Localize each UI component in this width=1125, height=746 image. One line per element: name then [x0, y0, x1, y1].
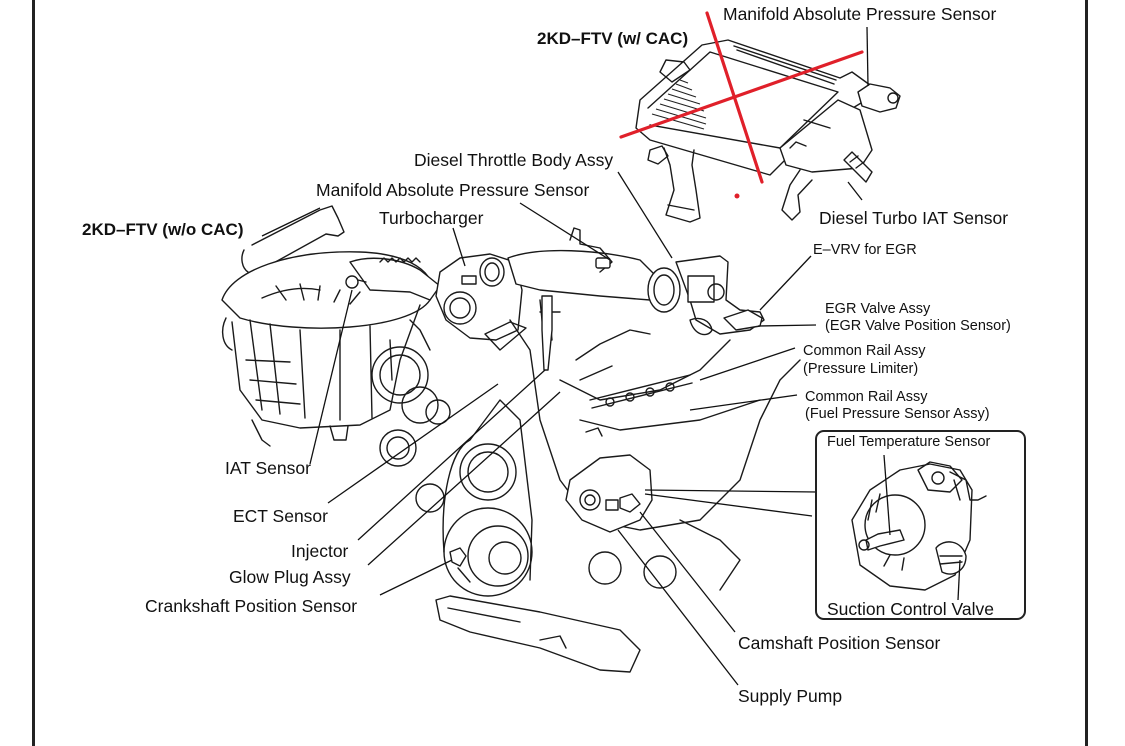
red-dot [734, 193, 740, 199]
red-cross-out [619, 11, 864, 199]
label-crankshaft-position-sensor: Crankshaft Position Sensor [145, 596, 358, 616]
label-camshaft-position-sensor: Camshaft Position Sensor [738, 633, 941, 653]
label-injector: Injector [291, 541, 349, 561]
label-map-sensor: Manifold Absolute Pressure Sensor [316, 180, 590, 200]
label-2kd-ftv-without-cac: 2KD–FTV (w/o CAC) [82, 220, 244, 239]
label-fuel-pressure-sensor-assy: (Fuel Pressure Sensor Assy) [805, 406, 990, 422]
air-cleaner [221, 205, 441, 447]
label-egr-valve-position-sensor: (EGR Valve Position Sensor) [825, 318, 1011, 334]
label-diesel-throttle-body: Diesel Throttle Body Assy [414, 150, 614, 170]
label-egr-valve-assy: EGR Valve Assy [825, 301, 931, 317]
label-evrv-for-egr: E–VRV for EGR [813, 242, 917, 258]
label-iat-sensor: IAT Sensor [225, 458, 311, 478]
intercooler-assembly [635, 39, 901, 223]
label-2kd-ftv-with-cac: 2KD–FTV (w/ CAC) [537, 29, 689, 48]
label-ect-sensor: ECT Sensor [233, 506, 328, 526]
throttle-body-egr [647, 255, 765, 336]
label-common-rail-assy-2: Common Rail Assy [805, 389, 928, 405]
label-turbocharger: Turbocharger [379, 208, 484, 228]
label-diesel-turbo-iat-sensor: Diesel Turbo IAT Sensor [819, 208, 1009, 228]
label-pressure-limiter: (Pressure Limiter) [803, 361, 919, 377]
label-supply-pump: Supply Pump [738, 686, 843, 706]
red-cross-line-2 [619, 50, 864, 139]
supply-pump-detail [851, 461, 987, 591]
page-border-right [1085, 0, 1088, 746]
supply-pump [565, 454, 653, 533]
page-border-left [32, 0, 35, 746]
label-common-rail-assy-1: Common Rail Assy [803, 343, 926, 359]
supply-pump-callout-box [815, 430, 1026, 620]
label-suction-control-valve: Suction Control Valve [827, 599, 994, 619]
turbocharger [435, 253, 527, 351]
label-glow-plug-assy: Glow Plug Assy [229, 567, 351, 587]
engine-block [371, 319, 801, 673]
intake-pipe [507, 227, 661, 371]
leader-lines [261, 26, 961, 686]
label-fuel-temperature-sensor: Fuel Temperature Sensor [827, 434, 991, 450]
label-map-sensor-top: Manifold Absolute Pressure Sensor [723, 4, 997, 24]
